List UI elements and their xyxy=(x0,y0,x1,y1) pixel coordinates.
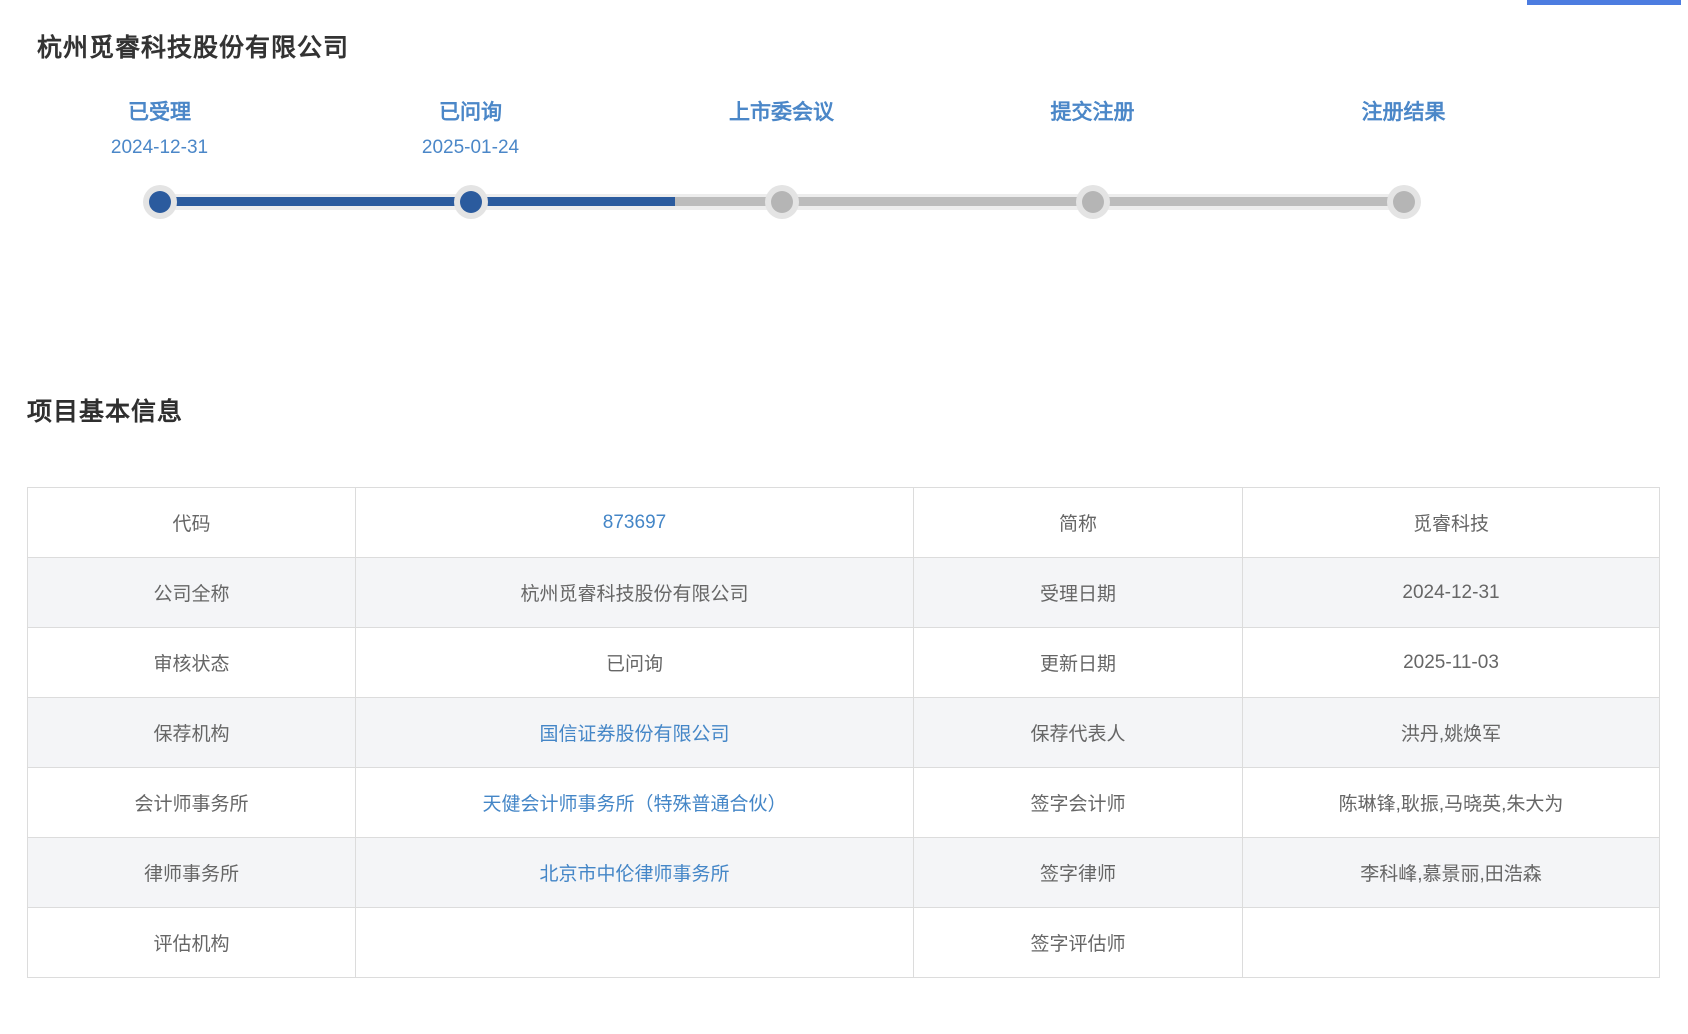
active-tab-indicator-bar xyxy=(1527,0,1681,5)
timeline-step-labels: 已受理 2024-12-31 已问询 2025-01-24 上市委会议 提交注册 注册结果 xyxy=(4,100,1560,160)
cell-value xyxy=(1242,907,1660,978)
timeline-step-1: 已受理 2024-12-31 xyxy=(4,100,315,160)
step-dot-done xyxy=(148,191,171,213)
step-dot-halo xyxy=(1075,185,1110,219)
company-title: 杭州觅睿科技股份有限公司 xyxy=(37,34,350,62)
timeline-dot-cell-5 xyxy=(1248,185,1559,219)
step-label: 提交注册 xyxy=(1050,101,1135,124)
timeline-dot-cell-2 xyxy=(315,185,626,219)
timeline-step-2: 已问询 2025-01-24 xyxy=(315,100,626,160)
cell-label: 保荐代表人 xyxy=(913,697,1243,768)
cell-value: 2024-12-31 xyxy=(1242,557,1660,628)
cell-label: 签字评估师 xyxy=(913,907,1243,978)
section-title-basic-info: 项目基本信息 xyxy=(27,398,184,426)
cell-value: 2025-11-03 xyxy=(1242,627,1660,698)
step-label: 已问询 xyxy=(439,101,502,124)
step-label: 上市委会议 xyxy=(729,101,834,124)
step-dot-halo xyxy=(764,185,799,219)
timeline-dot-cell-1 xyxy=(4,185,315,219)
cell-value[interactable]: 天健会计师事务所（特殊普通合伙） xyxy=(355,767,914,838)
cell-value: 陈琳锋,耿振,马晓英,朱大为 xyxy=(1242,767,1660,838)
timeline-track-progress xyxy=(160,197,675,206)
step-dot-pending xyxy=(770,191,793,213)
timeline-dot-cell-4 xyxy=(937,185,1248,219)
timeline-step-3: 上市委会议 xyxy=(626,100,937,160)
timeline-step-4: 提交注册 xyxy=(937,100,1248,160)
cell-label: 签字会计师 xyxy=(913,767,1243,838)
table-row: 会计师事务所天健会计师事务所（特殊普通合伙）签字会计师陈琳锋,耿振,马晓英,朱大… xyxy=(27,767,1660,838)
step-dot-pending xyxy=(1081,191,1104,213)
cell-label: 代码 xyxy=(27,487,356,558)
cell-label: 保荐机构 xyxy=(27,697,356,768)
cell-value[interactable]: 国信证券股份有限公司 xyxy=(355,697,914,768)
cell-label: 签字律师 xyxy=(913,837,1243,908)
step-dot-halo xyxy=(1386,185,1421,219)
table-row: 律师事务所北京市中伦律师事务所签字律师李科峰,慕景丽,田浩森 xyxy=(27,837,1660,908)
step-label: 已受理 xyxy=(128,101,191,124)
cell-value: 李科峰,慕景丽,田浩森 xyxy=(1242,837,1660,908)
step-dot-halo xyxy=(453,185,488,219)
cell-label: 律师事务所 xyxy=(27,837,356,908)
timeline-dots xyxy=(4,185,1560,219)
cell-label: 审核状态 xyxy=(27,627,356,698)
cell-value: 已问询 xyxy=(355,627,914,698)
cell-value: 觅睿科技 xyxy=(1242,487,1660,558)
cell-label: 更新日期 xyxy=(913,627,1243,698)
step-date: 2025-01-24 xyxy=(421,137,520,158)
step-label: 注册结果 xyxy=(1361,101,1446,124)
cell-label: 公司全称 xyxy=(27,557,356,628)
timeline-dot-cell-3 xyxy=(626,185,937,219)
cell-value: 洪丹,姚焕军 xyxy=(1242,697,1660,768)
cell-label: 会计师事务所 xyxy=(27,767,356,838)
step-date: 2024-12-31 xyxy=(110,137,209,158)
cell-label: 简称 xyxy=(913,487,1243,558)
cell-label: 受理日期 xyxy=(913,557,1243,628)
step-dot-done xyxy=(459,191,482,213)
table-row: 保荐机构国信证券股份有限公司保荐代表人洪丹,姚焕军 xyxy=(27,697,1660,768)
step-dot-pending xyxy=(1392,191,1415,213)
step-dot-halo xyxy=(142,185,177,219)
cell-value[interactable]: 873697 xyxy=(355,487,914,558)
cell-value[interactable]: 北京市中伦律师事务所 xyxy=(355,837,914,908)
cell-value xyxy=(355,907,914,978)
cell-label: 评估机构 xyxy=(27,907,356,978)
table-row: 评估机构 签字评估师 xyxy=(27,907,1660,978)
cell-value: 杭州觅睿科技股份有限公司 xyxy=(355,557,914,628)
timeline-step-5: 注册结果 xyxy=(1248,100,1559,160)
